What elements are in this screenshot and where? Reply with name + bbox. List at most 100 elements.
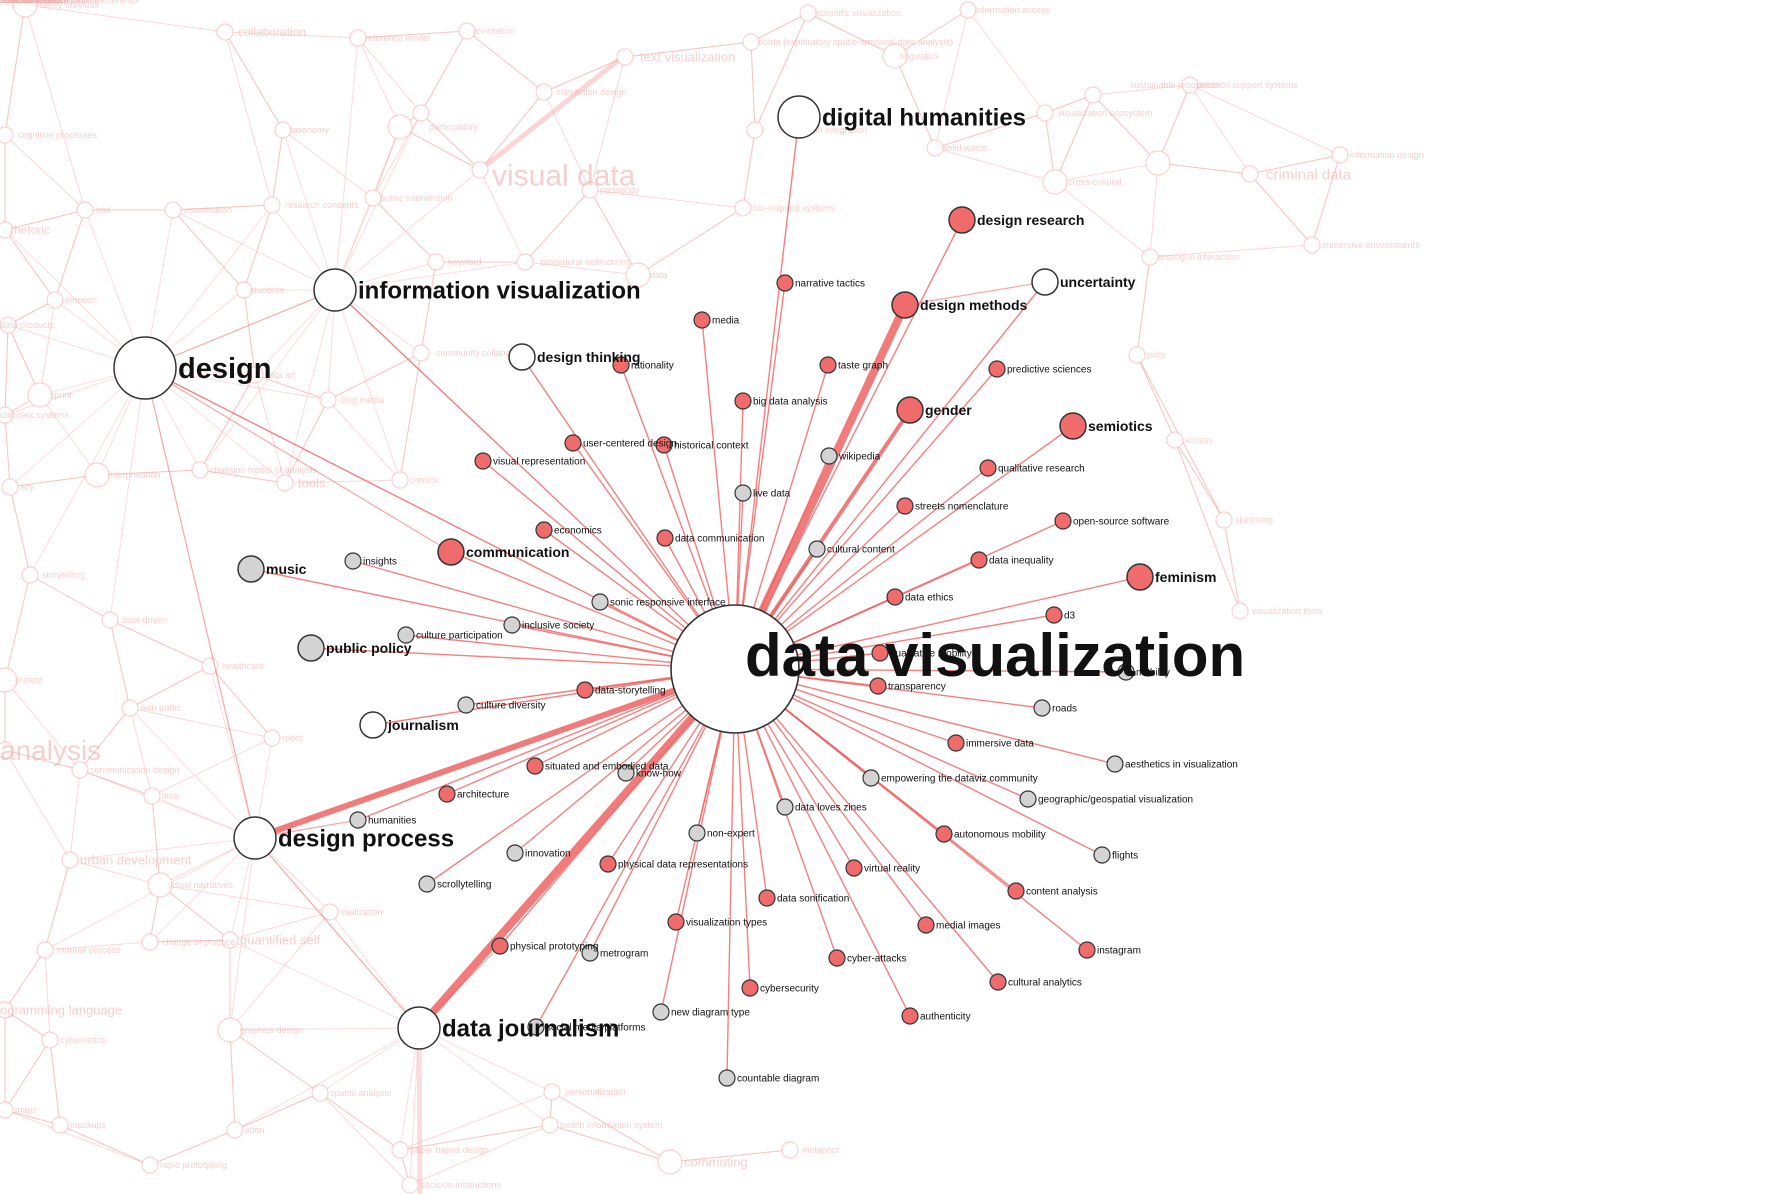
node-cybersecurity[interactable] [741,979,759,997]
node-user-centered-design[interactable] [564,434,582,452]
node-medial-images[interactable] [917,916,935,934]
node-aesthetics-in-visualization[interactable] [1106,755,1124,773]
node-public-policy[interactable] [297,634,325,662]
node-qualitative-mobility[interactable] [871,644,889,662]
background-edge [44,941,151,951]
node-authenticity[interactable] [901,1007,919,1025]
node-design-process[interactable] [233,816,277,860]
node-feminism[interactable] [1126,563,1154,591]
background-edge [69,837,256,861]
node-digital-humanities[interactable] [777,95,821,139]
node-data-visualization[interactable] [670,604,800,734]
node-predictive-sciences[interactable] [988,360,1006,378]
node-data-sonification[interactable] [758,889,776,907]
node-cyber-attacks[interactable] [828,949,846,967]
node-streets-nomenclature[interactable] [896,497,914,515]
node-design[interactable] [113,336,177,400]
node-cultural-content[interactable] [808,540,826,558]
edge-feminism [734,576,1141,670]
node-empowering-the-dataviz-community[interactable] [862,769,880,787]
node-open-source-software[interactable] [1054,512,1072,530]
node-data-storytelling[interactable] [576,681,594,699]
node-architecture[interactable] [438,785,456,803]
background-node [387,114,413,140]
background-edge [229,1029,321,1094]
node-d3[interactable] [1045,606,1063,624]
node-cultural-analytics[interactable] [989,973,1007,991]
node-countable-diagram[interactable] [718,1069,736,1087]
node-physical-prototyping[interactable] [491,937,509,955]
node-data-ethics[interactable] [886,588,904,606]
node-roads[interactable] [1033,699,1051,717]
node-big-data-analysis[interactable] [734,392,752,410]
node-wikipedia[interactable] [820,447,838,465]
node-physical-data-representations[interactable] [599,855,617,873]
label-social-media-platforms: social media platforms [546,1023,645,1034]
node-semiotics[interactable] [1059,412,1087,440]
node-live-data[interactable] [734,484,752,502]
node-transparency[interactable] [869,677,887,695]
node-design-research[interactable] [948,206,976,234]
background-edge [524,261,639,276]
label-data-journalism: data journalism [442,1015,619,1042]
node-new-diagram-type[interactable] [652,1003,670,1021]
node-culture-participation[interactable] [397,626,415,644]
node-immersive-data[interactable] [947,734,965,752]
node-design-thinking[interactable] [508,343,536,371]
node-qualitative-research[interactable] [979,459,997,477]
node-uncertainty[interactable] [1031,268,1059,296]
node-data-inequality[interactable] [970,551,988,569]
background-label: change of practice [162,937,236,947]
node-gender[interactable] [896,396,924,424]
background-label: visual data [492,160,636,193]
node-scrollytelling[interactable] [418,875,436,893]
background-edge [199,374,256,471]
node-non-expert[interactable] [688,824,706,842]
node-culture-diversity[interactable] [457,696,475,714]
background-edge [1149,162,1159,258]
node-data-loves-zines[interactable] [776,798,794,816]
node-historical-context[interactable] [655,436,673,454]
label-taste-graph: taste graph [838,361,888,372]
node-media[interactable] [693,311,711,329]
background-edge [589,56,626,191]
node-mobility[interactable] [1117,663,1135,681]
node-design-methods[interactable] [891,291,919,319]
node-rationality[interactable] [612,356,630,374]
node-visualization-types[interactable] [667,913,685,931]
background-edge [282,129,336,291]
node-instagram[interactable] [1078,941,1096,959]
node-information-visualization[interactable] [313,268,357,312]
node-social-media-platforms[interactable] [527,1018,545,1036]
background-label: ation [245,1125,265,1135]
node-narrative-tactics[interactable] [776,274,794,292]
node-communication[interactable] [437,538,465,566]
node-music[interactable] [237,555,265,583]
node-content-analysis[interactable] [1007,882,1025,900]
background-edge [934,9,969,149]
node-insights[interactable] [344,552,362,570]
node-autonomous-mobility[interactable] [935,825,953,843]
node-metrogram[interactable] [581,944,599,962]
node-journalism[interactable] [359,711,387,739]
node-sonic-responsive-interface[interactable] [591,593,609,611]
node-virtual-reality[interactable] [845,859,863,877]
background-node [84,462,110,488]
node-economics[interactable] [535,521,553,539]
node-know-how[interactable] [617,764,635,782]
background-edge [399,126,481,171]
node-data-journalism[interactable] [397,1006,441,1050]
node-geographic-geospatial-visualization[interactable] [1019,790,1037,808]
node-flights[interactable] [1093,846,1111,864]
node-situated-and-embodied-data[interactable] [526,757,544,775]
node-inclusive-society[interactable] [503,616,521,634]
node-data-communication[interactable] [656,529,674,547]
background-edge [543,91,591,191]
background-edge [59,1124,151,1166]
background-edge [1092,84,1191,96]
node-taste-graph[interactable] [819,356,837,374]
node-humanities[interactable] [349,811,367,829]
node-innovation[interactable] [506,844,524,862]
node-visual-representation[interactable] [474,452,492,470]
